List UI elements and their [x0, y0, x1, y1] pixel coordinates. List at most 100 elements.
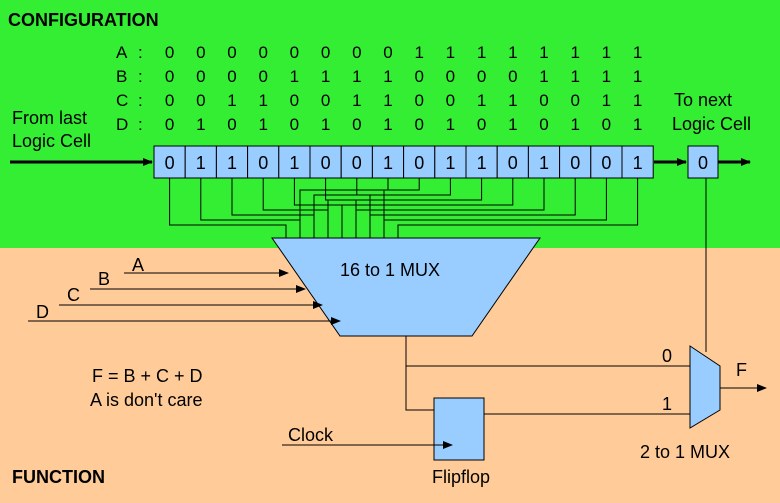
- register-bit: 1: [289, 153, 299, 173]
- register-bit: 1: [227, 153, 237, 173]
- truth-value: 0: [539, 115, 548, 134]
- to-next-cell-label-2: Logic Cell: [672, 114, 751, 134]
- mux2-output-label: F: [736, 360, 747, 380]
- truth-row-label-a: A: [116, 43, 128, 62]
- truth-value: 0: [196, 67, 205, 86]
- truth-value: 1: [570, 43, 579, 62]
- truth-value: 1: [352, 91, 361, 110]
- register-bit: 1: [196, 153, 206, 173]
- truth-value: 0: [196, 91, 205, 110]
- truth-value: 1: [602, 43, 611, 62]
- mux-data-wire: [383, 178, 607, 238]
- truth-value: 0: [414, 67, 423, 86]
- register-cell: [278, 145, 311, 179]
- truth-value: 1: [570, 67, 579, 86]
- truth-value: 0: [290, 91, 299, 110]
- to-next-cell-label: To next: [674, 90, 732, 110]
- truth-value: 0: [602, 115, 611, 134]
- truth-row-label-c: C: [116, 91, 128, 110]
- truth-value: 0: [570, 91, 579, 110]
- mux2-label: 2 to 1 MUX: [640, 442, 730, 462]
- truth-value: 1: [227, 91, 236, 110]
- truth-value: 0: [352, 43, 361, 62]
- mux16-label: 16 to 1 MUX: [340, 260, 440, 280]
- configuration-heading: CONFIGURATION: [8, 10, 159, 30]
- mux-input-wires: [169, 178, 639, 238]
- truth-value: 1: [477, 43, 486, 62]
- truth-value: 1: [508, 115, 517, 134]
- truth-value: 1: [477, 91, 486, 110]
- truth-value: 0: [321, 91, 330, 110]
- truth-value: 1: [633, 67, 642, 86]
- from-last-cell-label: From last: [12, 108, 87, 128]
- mux-data-wire: [355, 178, 545, 238]
- mux-data-wire: [313, 178, 451, 238]
- mux2-input-0-label: 0: [662, 346, 672, 366]
- input-label-a: A: [132, 255, 144, 275]
- register-cell: [496, 145, 529, 179]
- truth-value: 1: [290, 67, 299, 86]
- truth-row-colon: :: [138, 91, 143, 110]
- input-label-d: D: [36, 302, 49, 322]
- truth-value: 0: [446, 67, 455, 86]
- mux-data-wire: [341, 178, 514, 238]
- flipflop-box: [433, 397, 485, 461]
- truth-value: 1: [196, 115, 205, 134]
- truth-value: 0: [477, 115, 486, 134]
- truth-value: 0: [165, 67, 174, 86]
- mux-data-wire: [397, 178, 639, 238]
- next-cell-bit-box: [687, 145, 719, 179]
- truth-values: 0 0 0 0 0 0 0 0 1 1 1 1 1 1 1 1 0 0 0 0 1 1 1 1 0 0 0 0 1 1 1 1 0 0 1 1 0 0 1 1…: [165, 43, 642, 134]
- register-bit: 1: [539, 153, 549, 173]
- truth-row-colon: :: [138, 43, 143, 62]
- truth-value: 0: [539, 91, 548, 110]
- register-bit: 1: [633, 153, 643, 173]
- truth-value: 0: [508, 67, 517, 86]
- truth-value: 0: [196, 43, 205, 62]
- truth-value: 1: [414, 43, 423, 62]
- register-bit: 1: [477, 153, 487, 173]
- from-last-cell-label-2: Logic Cell: [12, 131, 91, 151]
- register-cell: [403, 145, 436, 179]
- truth-value: 1: [633, 115, 642, 134]
- input-label-c: C: [67, 285, 80, 305]
- register-cell: [434, 145, 467, 179]
- truth-value: 0: [258, 67, 267, 86]
- mux2-body: [689, 345, 721, 429]
- equation-line-1: F = B + C + D: [92, 366, 203, 386]
- truth-row-label-d: D: [116, 115, 128, 134]
- truth-value: 0: [414, 91, 423, 110]
- truth-row-colon: :: [138, 67, 143, 86]
- next-cell-bit: 0: [698, 153, 708, 173]
- truth-value: 0: [352, 115, 361, 134]
- register-cell: [465, 145, 498, 179]
- truth-value: 0: [477, 67, 486, 86]
- register-bit: 0: [165, 153, 175, 173]
- register-bit: 0: [258, 153, 268, 173]
- truth-value: 1: [602, 91, 611, 110]
- truth-value: 0: [383, 43, 392, 62]
- mux-data-wire: [169, 178, 287, 238]
- equation-line-2: A is don't care: [90, 390, 203, 410]
- register-bit: 0: [414, 153, 424, 173]
- truth-value: 0: [258, 43, 267, 62]
- truth-value: 1: [321, 67, 330, 86]
- truth-value: 1: [383, 67, 392, 86]
- register-cell: [153, 145, 186, 179]
- register-cell: [621, 145, 654, 179]
- truth-value: 1: [539, 67, 548, 86]
- truth-row-colon: :: [138, 115, 143, 134]
- truth-value: 1: [258, 91, 267, 110]
- truth-value: 0: [290, 43, 299, 62]
- truth-value: 1: [508, 91, 517, 110]
- truth-value: 0: [227, 43, 236, 62]
- input-label-b: B: [98, 269, 110, 289]
- truth-value: 1: [633, 43, 642, 62]
- truth-value: 1: [602, 67, 611, 86]
- register-cell: [590, 145, 623, 179]
- register-bit: 0: [352, 153, 362, 173]
- register-bit: 0: [508, 153, 518, 173]
- truth-value: 0: [446, 91, 455, 110]
- function-heading: FUNCTION: [12, 467, 105, 487]
